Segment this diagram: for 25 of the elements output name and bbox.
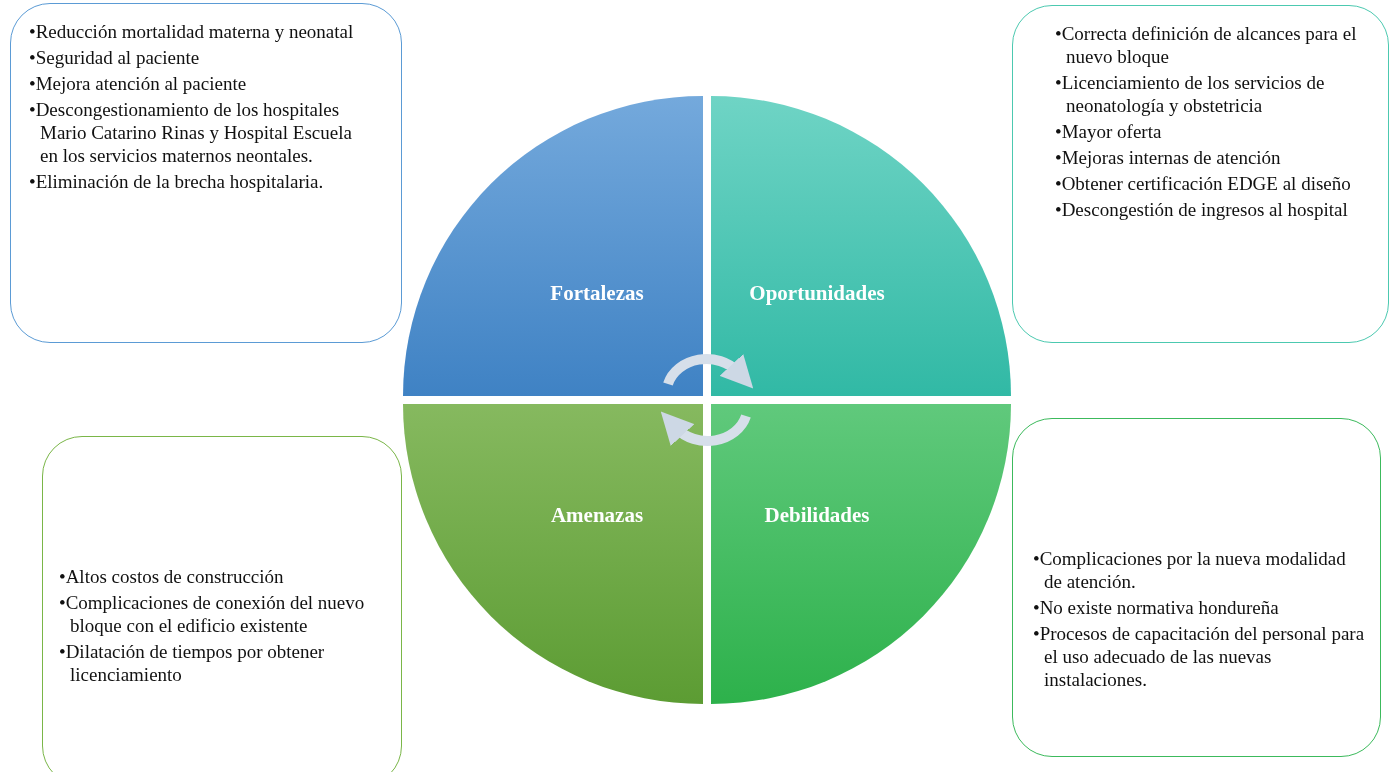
bullet-item: •Complicaciones de conexión del nuevo bloque con el edificio existente (59, 591, 366, 637)
bullet-item: •Mayor oferta (1055, 120, 1163, 143)
bullet-item: •Altos costos de construcción (59, 565, 285, 588)
text-panel (1012, 418, 1381, 757)
text-panel (42, 436, 402, 772)
bullet-item: •Dilatación de tiempos por obtener licenciamiento (59, 640, 326, 686)
text-panel (1012, 5, 1389, 343)
text-panel (10, 3, 402, 343)
bullet-item: •Complicaciones por la nueva modalidad de atención. (1033, 547, 1347, 593)
quadrant-label: Amenazas (550, 502, 644, 528)
bullet-item: •Eliminación de la brecha hospitalaria. (29, 170, 325, 193)
bullet-item: •Mejora atención al paciente (29, 72, 248, 95)
bullet-item: •Mejoras internas de atención (1055, 146, 1282, 169)
bullet-item: •Seguridad al paciente (29, 46, 201, 69)
quadrant-label: Fortalezas (550, 280, 644, 306)
bullet-item: •No existe normativa hondureña (1033, 596, 1280, 619)
bullet-item: •Obtener certificación EDGE al diseño (1055, 172, 1352, 195)
bullet-item: •Descongestionamiento de los hospitales Mario Catarino Rinas y Hospital Escuela en los servicios maternos neontales. (29, 98, 353, 167)
bullet-item: •Procesos de capacitación del personal para el uso adecuado de las nuevas instalaciones. (1033, 622, 1366, 691)
bullet-item: •Correcta definición de alcances para el nuevo bloque (1055, 22, 1358, 68)
bullet-item: •Licenciamiento de los servicios de neonatología y obstetricia (1055, 71, 1326, 117)
quadrant-label: Oportunidades (749, 280, 885, 306)
quadrant-label: Debilidades (764, 502, 870, 528)
bullet-item: •Reducción mortalidad materna y neonatal (29, 20, 355, 43)
bullet-item: •Descongestión de ingresos al hospital (1055, 198, 1349, 221)
